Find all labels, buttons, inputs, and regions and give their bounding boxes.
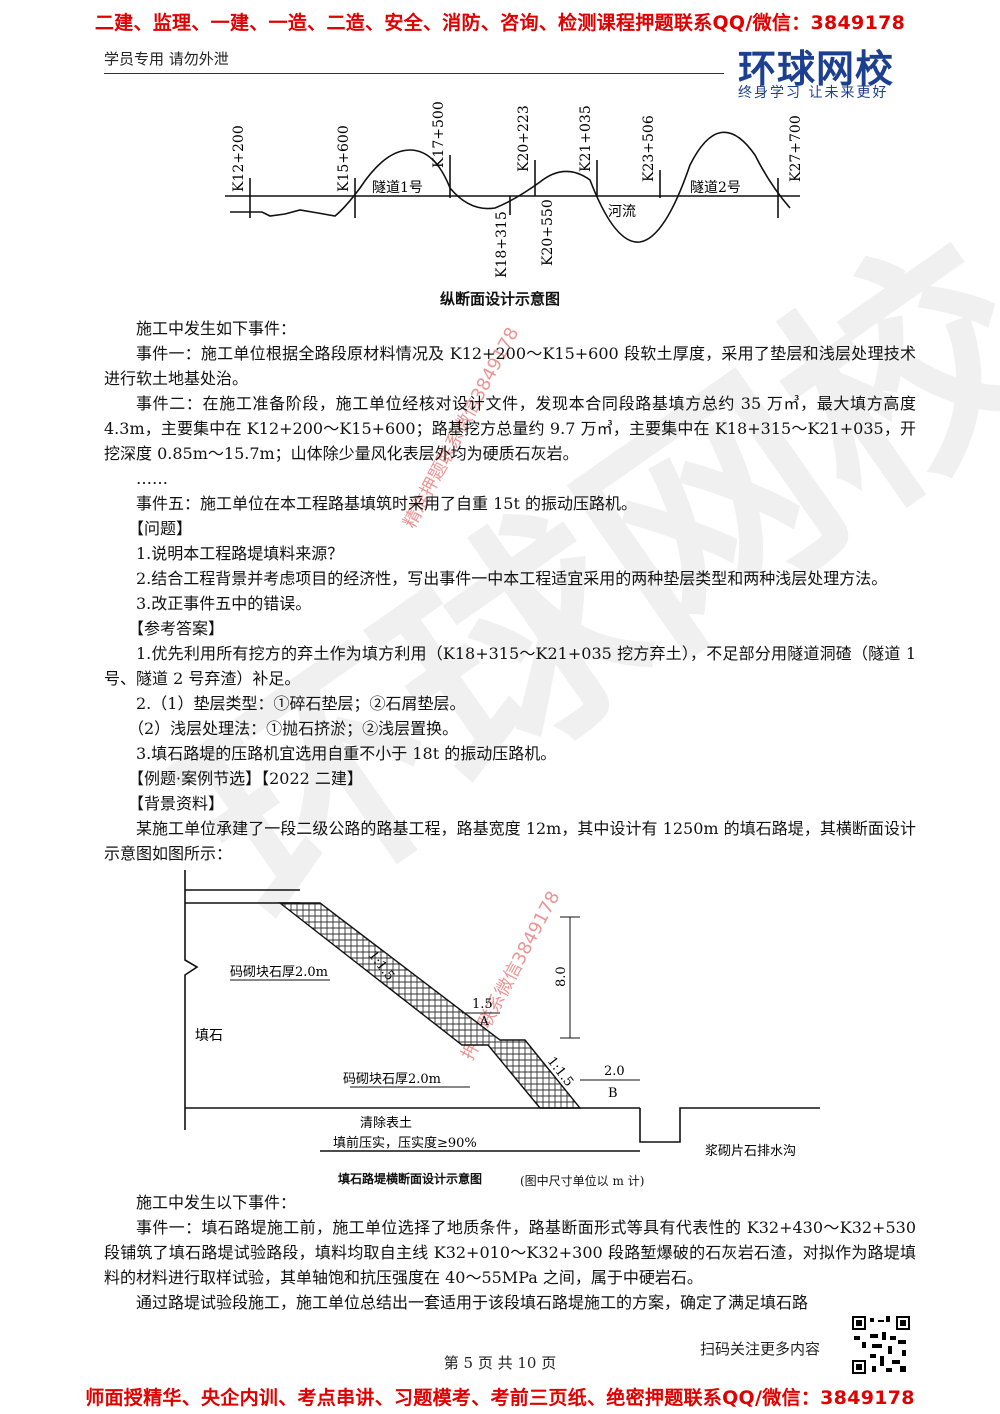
answer: 3.填石路堤的压路机宜选用自重不小于 18t 的振动压路机。 <box>136 744 557 763</box>
station-label: K23+506 <box>641 115 657 182</box>
body-text: 施工中发生以下事件： 事件一：填石路堤施工前，施工单位选择了地质条件，路基断面形… <box>104 1190 916 1315</box>
question: 1.说明本工程路堤填料来源？ <box>136 544 344 563</box>
station-label: K15+600 <box>336 125 352 192</box>
station-label: K17+500 <box>431 101 447 168</box>
header-label: 学员专用 请勿外泄 <box>104 50 229 68</box>
station-label: K20+550 <box>540 199 556 266</box>
station-label: K12+200 <box>231 125 247 192</box>
figure-caption: 填石路堤横断面设计示意图 <box>338 1172 483 1186</box>
masonry-label-upper: 码砌块石厚2.0m <box>230 965 328 980</box>
station-label: K21+035 <box>578 105 594 172</box>
longitudinal-profile-diagram: K12+200 K15+600 K17+500 K20+223 K21+035 … <box>225 101 804 278</box>
paragraph: 事件一：施工单位根据全路段原材料情况及 K12+200～K15+600 段软土厚… <box>104 344 916 388</box>
paragraph: …… <box>136 469 168 488</box>
tunnel-label: 隧道1号 <box>372 180 423 196</box>
brand-slogan: 终身学习 让未来更好 <box>738 85 889 101</box>
fill-label: 填石 <box>195 1028 223 1044</box>
drainage-ditch <box>639 1107 820 1143</box>
section-heading: 【背景资料】 <box>128 794 225 813</box>
dimension-b: 2.0 <box>604 1064 625 1079</box>
dimension-height: 8.0 <box>554 966 569 987</box>
figure-note: (图中尺寸单位以 m 计) <box>520 1174 645 1188</box>
ground-profile <box>230 131 791 243</box>
answer: 1.优先利用所有挖方的弃土作为填方利用（K18+315～K21+035 挖方弃土… <box>104 644 916 688</box>
topsoil-label: 清除表土 <box>360 1116 412 1131</box>
cross-section-diagram: 1:1.5 1:1.5 8.0 1.5 A 2.0 B 码砌块石厚2.0m 码砌… <box>184 870 820 1159</box>
answer: （2）浅层处理法：①抛石挤淤；②浅层置换。 <box>128 719 459 738</box>
label-b: B <box>608 1086 618 1101</box>
paragraph: 某施工单位承建了一段二级公路的路基工程，路基宽度 12m，其中设计有 1250m… <box>104 819 916 863</box>
question: 3.改正事件五中的错误。 <box>136 594 312 613</box>
tunnel-label: 隧道2号 <box>690 180 741 196</box>
station-label: K18+315 <box>494 211 510 278</box>
bottom-banner: 师面授精华、央企内训、考点串讲、习题模考、考前三页纸、绝密押题联系QQ/微信：3… <box>85 1387 915 1409</box>
masonry-label-lower: 码砌块石厚2.0m <box>343 1072 441 1087</box>
brand-logo: 环球网校 <box>738 47 895 91</box>
paragraph: 通过路堤试验段施工，施工单位总结出一套适用于该段填石路堤施工的方案，确定了满足填… <box>136 1293 809 1312</box>
figure-caption: 纵断面设计示意图 <box>439 290 560 308</box>
paragraph: 施工中发生以下事件： <box>136 1193 297 1212</box>
compaction-label: 填前压实，压实度≥90% <box>333 1135 477 1151</box>
centerline-break <box>184 870 199 1130</box>
question: 2.结合工程背景并考虑项目的经济性，写出事件一中本工程适宜采用的两种垫层类型和两… <box>136 569 888 588</box>
section-heading: 【参考答案】 <box>128 619 225 638</box>
top-banner: 二建、监理、一建、一造、二造、安全、消防、咨询、检测课程押题联系QQ/微信：38… <box>94 12 906 34</box>
section-heading: 【问题】 <box>128 519 193 538</box>
body-text: 施工中发生如下事件： 事件一：施工单位根据全路段原材料情况及 K12+200～K… <box>104 316 916 866</box>
paragraph: 事件五：施工单位在本工程路基填筑时采用了自重 15t 的振动压路机。 <box>136 494 637 513</box>
paragraph: 事件一：填石路堤施工前，施工单位选择了地质条件，路基断面形式等具有代表性的 K3… <box>104 1218 916 1287</box>
qr-caption: 扫码关注更多内容 <box>700 1340 821 1358</box>
qr-code[interactable] <box>852 1316 910 1374</box>
section-heading: 【例题·案例节选】【2022 二建】 <box>128 769 363 788</box>
answer: 2.（1）垫层类型：①碎石垫层；②石屑垫层。 <box>136 694 466 713</box>
paragraph: 施工中发生如下事件： <box>136 319 297 338</box>
page-number: 第 5 页 共 10 页 <box>443 1354 557 1372</box>
dimension-a: 1.5 <box>472 997 493 1012</box>
station-label: K27+700 <box>788 115 804 182</box>
header-divider <box>104 73 724 74</box>
label-a: A <box>479 1014 489 1028</box>
station-label: K20+223 <box>516 105 532 172</box>
paragraph: 事件二：在施工准备阶段，施工单位经核对设计文件，发现本合同段路基填方总约 35 … <box>104 394 916 463</box>
ditch-label: 浆砌片石排水沟 <box>705 1144 796 1159</box>
river-label: 河流 <box>608 204 636 220</box>
